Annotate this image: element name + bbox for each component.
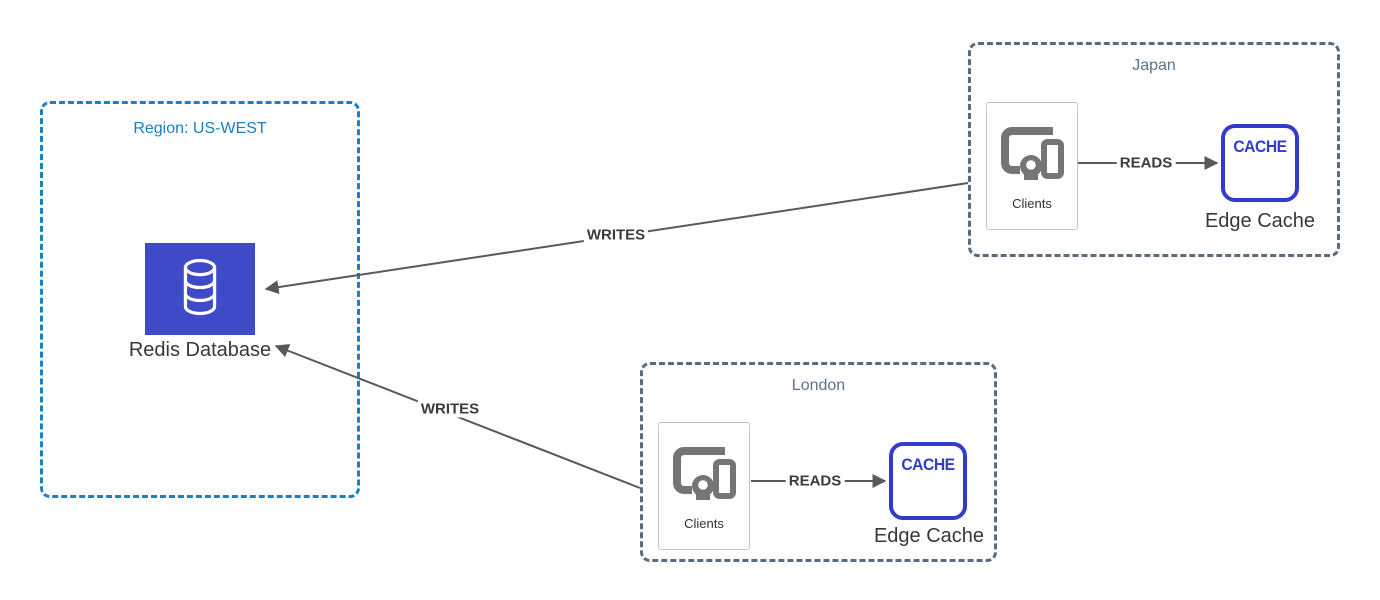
- edge-cache-node-japan: CACHE: [1221, 124, 1299, 202]
- region-japan-title: Japan: [1132, 57, 1176, 74]
- redis-database-node: [145, 243, 255, 335]
- clients-devices-icon: [999, 121, 1065, 186]
- cache-icon-text: CACHE: [1233, 137, 1287, 156]
- region-london: London: [640, 362, 997, 562]
- edge-cache-label-london: Edge Cache: [873, 525, 985, 547]
- clients-node-london: Clients: [658, 422, 750, 550]
- database-icon: [173, 255, 227, 324]
- redis-database-label: Redis Database: [128, 339, 272, 361]
- edge-label-writes-london: WRITES: [417, 400, 483, 418]
- edge-label-reads-london: READS: [785, 472, 845, 490]
- clients-label: Clients: [1012, 196, 1052, 211]
- edge-label-reads-japan: READS: [1116, 154, 1176, 172]
- edge-cache-node-london: CACHE: [889, 442, 967, 520]
- edge-cache-label-japan: Edge Cache: [1204, 210, 1316, 232]
- clients-devices-icon: [671, 441, 737, 506]
- clients-node-japan: Clients: [986, 102, 1078, 230]
- edge-label-writes-japan: WRITES: [583, 226, 649, 244]
- clients-label: Clients: [684, 516, 724, 531]
- region-japan: Japan: [968, 42, 1340, 257]
- cache-icon-text: CACHE: [901, 455, 955, 474]
- region-us-west-title: Region: US-WEST: [133, 120, 267, 137]
- region-london-title: London: [791, 377, 846, 394]
- region-us-west: Region: US-WEST: [40, 101, 360, 498]
